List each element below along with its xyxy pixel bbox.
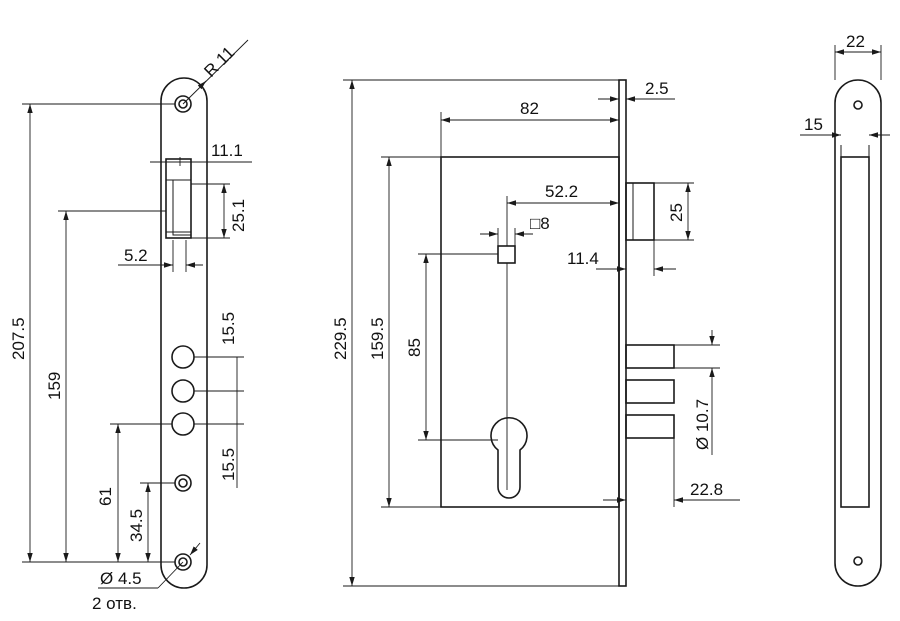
- deadbolt-hole-3: [171, 412, 195, 436]
- dim-hole-diameter: Ø 4.5: [100, 569, 142, 588]
- deadbolt-hole-2: [171, 379, 195, 403]
- dim-2-5: 2.5: [645, 79, 669, 98]
- latch-opening: [165, 158, 192, 239]
- hole-count-label: 2 отв.: [92, 594, 137, 613]
- dim-52-2: 52.2: [545, 182, 578, 201]
- dim-25: 25: [667, 203, 686, 222]
- deadbolt-3: [625, 414, 675, 439]
- strike-plate-outline: [834, 79, 882, 587]
- deadbolt-2: [625, 379, 675, 404]
- faceplate-middle-hole-outer: [174, 474, 192, 492]
- cylinder-keyhole: [490, 416, 528, 499]
- dim-207-5: 207.5: [9, 317, 28, 360]
- dim-25-1: 25.1: [229, 199, 248, 232]
- dim-square-spindle: □8: [530, 214, 550, 233]
- dim-11-1: 11.1: [211, 141, 243, 160]
- faceplate-middle-hole-inner: [178, 478, 188, 488]
- faceplate-top-hole-inner: [178, 99, 188, 109]
- spindle-square: [497, 245, 516, 264]
- strike-opening: [840, 156, 870, 508]
- faceplate-view: R 11 11.1 25.1 5.2 15.5 15.5 207.5: [9, 39, 252, 613]
- dim-61: 61: [96, 487, 115, 506]
- faceplate-bottom-hole-inner: [178, 557, 188, 567]
- latch-bolt: [625, 182, 655, 241]
- dim-r11: R 11: [200, 43, 238, 81]
- dim-bolt-diameter: Ø 10.7: [693, 399, 712, 450]
- strike-bottom-hole: [853, 556, 863, 566]
- dim-15: 15: [804, 115, 823, 134]
- strike-plate-view: 22 15: [800, 32, 890, 587]
- deadbolt-1: [625, 344, 675, 369]
- latch-opening-inner: [172, 179, 192, 236]
- lock-body-view: 229.5 159.5 82 2.5 52.2 □8 25 11.4: [331, 79, 740, 587]
- dim-85: 85: [405, 338, 424, 357]
- dim-34-5: 34.5: [127, 509, 146, 542]
- dim-159: 159: [45, 372, 64, 400]
- front-plate-strip: [618, 79, 627, 587]
- dim-229-5: 229.5: [331, 317, 350, 360]
- lock-case: [440, 156, 620, 508]
- dim-22-8: 22.8: [690, 480, 723, 499]
- deadbolt-hole-1: [171, 345, 195, 369]
- dim-15-5-top: 15.5: [219, 312, 238, 345]
- dim-15-5-bottom: 15.5: [219, 448, 238, 481]
- dim-5-2: 5.2: [124, 246, 148, 265]
- strike-top-hole: [853, 100, 863, 110]
- dim-22: 22: [846, 32, 865, 51]
- faceplate-outline: [160, 77, 208, 589]
- dim-11-4: 11.4: [567, 249, 599, 268]
- dim-82: 82: [520, 99, 539, 118]
- dim-159-5: 159.5: [368, 317, 387, 360]
